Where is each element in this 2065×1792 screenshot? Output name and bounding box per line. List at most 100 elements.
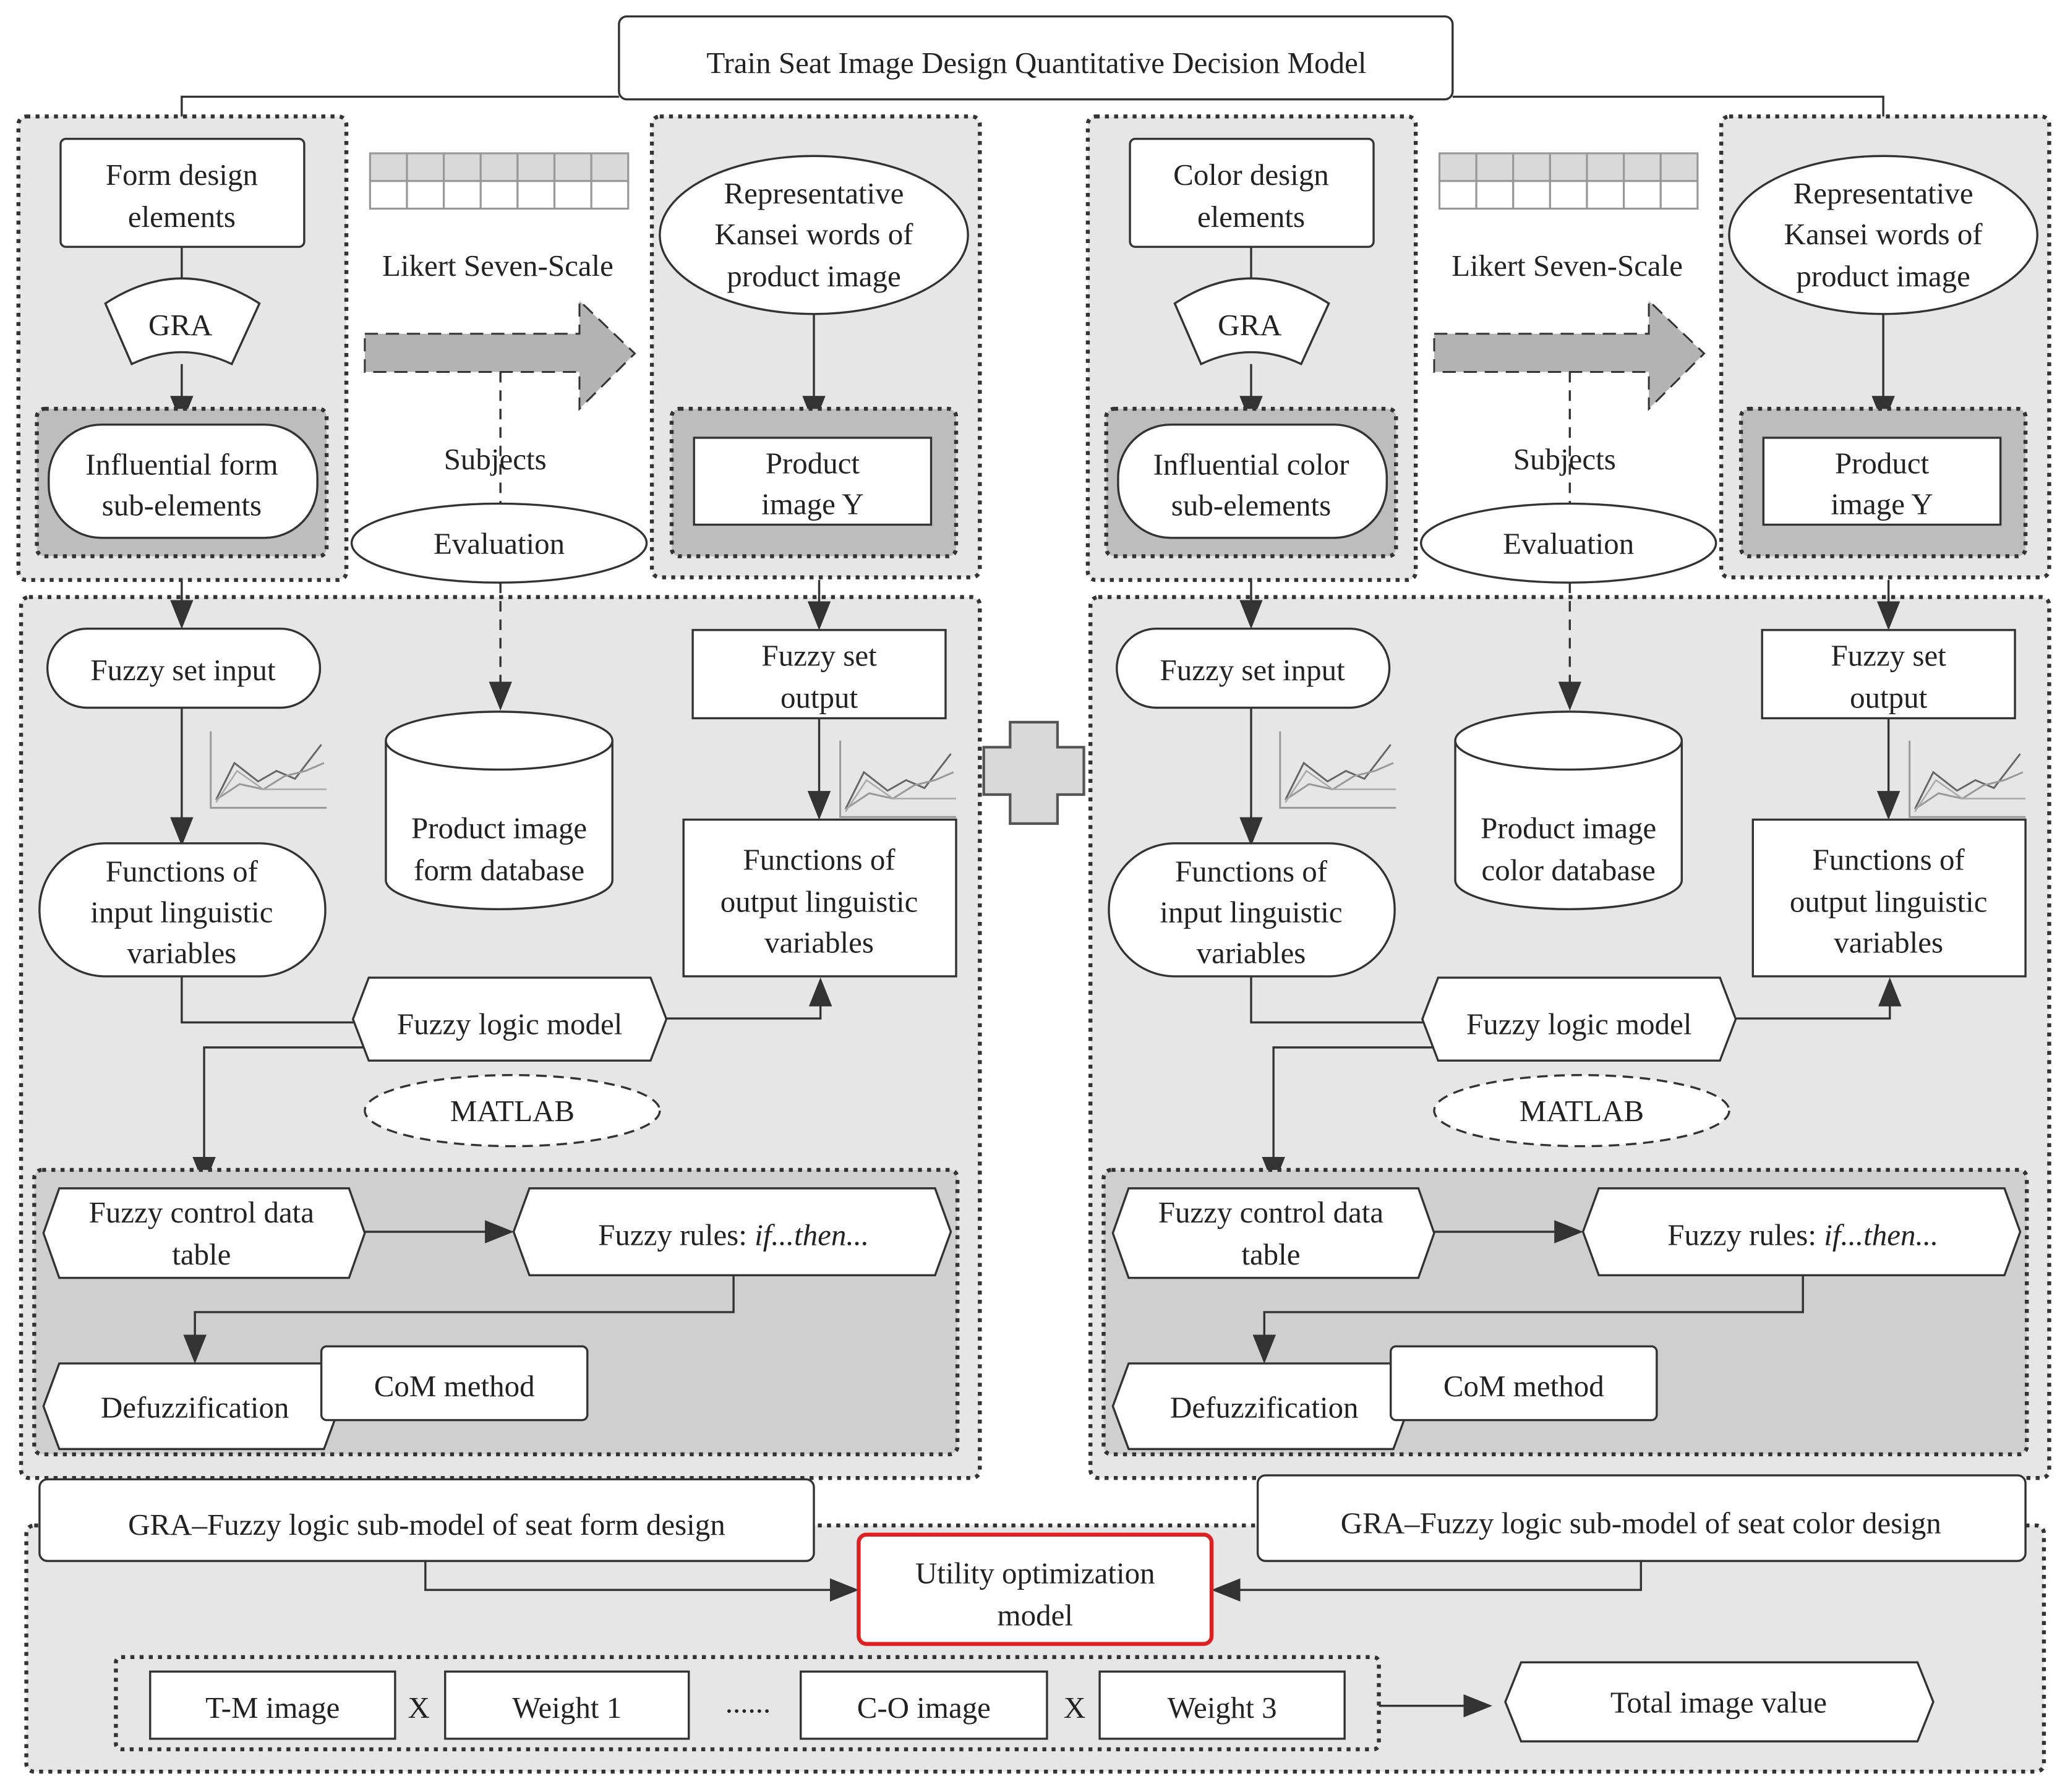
defuzzification-label: Defuzzification [101, 1390, 289, 1424]
matlab-label: MATLAB [450, 1094, 575, 1128]
com-method-label: CoM method [1443, 1369, 1604, 1403]
fuzzy-rules-label: Fuzzy rules: if...then... [598, 1218, 869, 1252]
product-image-line: image Y [1831, 487, 1933, 521]
ellipsis: ...... [725, 1685, 771, 1719]
fuzzy-rules-shape [1581, 1187, 2022, 1276]
design-elements-line: Color design [1173, 158, 1329, 192]
output-functions-line: variables [764, 926, 874, 960]
formula-region [114, 1655, 1381, 1752]
output-functions-box [682, 818, 957, 978]
fuzzy-input-box [1116, 628, 1391, 709]
database-line: Product image [1481, 811, 1656, 845]
arrow [1262, 1046, 1433, 1186]
subjects-label: Subjects [444, 442, 547, 476]
matlab-ellipse [1433, 1073, 1730, 1148]
formula-item-box [1098, 1670, 1346, 1740]
likert-cell [1475, 152, 1515, 182]
output-functions-line: output linguistic [1790, 885, 1988, 919]
arrow [424, 1561, 859, 1602]
mini-line-2 [845, 771, 954, 810]
likert-cell [1586, 180, 1625, 210]
control-table-line: table [172, 1237, 231, 1271]
mini-axes [210, 731, 327, 809]
total-image-value-shape [1504, 1661, 1935, 1743]
likert-table-icon [1438, 152, 1699, 210]
times-sign: X [1064, 1691, 1085, 1725]
title-box [618, 15, 1454, 101]
fuzzy-rules-prefix: Fuzzy rules: [598, 1218, 755, 1252]
defuzzification-label: Defuzzification [1170, 1390, 1359, 1424]
utility-model-line: model [998, 1598, 1073, 1632]
fuzzy-rules-italic: if...then... [755, 1218, 869, 1252]
formula-item-label: Weight 1 [512, 1691, 622, 1725]
mini-line-2 [1285, 762, 1394, 801]
likert-cell [516, 180, 556, 210]
likert-cell [1623, 152, 1662, 182]
likert-cell [1549, 152, 1588, 182]
formula-item-box [149, 1670, 396, 1740]
database-line: Product image [411, 811, 587, 845]
output-functions-line: output linguistic [720, 885, 918, 919]
connector [181, 976, 356, 1024]
fuzzy-rules-prefix: Fuzzy rules: [1667, 1218, 1824, 1252]
membership-chart-icon [1279, 731, 1396, 809]
com-method-box [320, 1345, 589, 1422]
product-image-box [1762, 437, 2002, 526]
product-image-line: Product [1835, 446, 1930, 480]
color-submodel-label: GRA–Fuzzy logic sub-model of seat color … [1341, 1506, 1941, 1540]
evaluation-label: Evaluation [434, 526, 565, 560]
times-sign: X [408, 1691, 429, 1725]
input-functions-line: input linguistic [90, 895, 273, 929]
database-cylinder [1454, 710, 1683, 910]
likert-cell [479, 180, 519, 210]
cylinder-body [385, 740, 614, 910]
likert-label: Likert Seven-Scale [1451, 249, 1683, 283]
kansei-line: Kansei words of [715, 217, 914, 251]
formula-item-box [800, 1670, 1048, 1740]
influential-line: sub-elements [1171, 489, 1331, 523]
arrow [192, 1046, 364, 1186]
control-table-shape [1111, 1187, 1435, 1279]
fuzzy-output-line: output [1850, 680, 1928, 714]
utility-model-box [857, 1532, 1214, 1646]
arrow [1211, 1561, 1643, 1602]
fuzzy-logic-model-shape [351, 976, 668, 1062]
cylinder-top [1454, 710, 1683, 771]
control-table-line: Fuzzy control data [89, 1195, 315, 1229]
com-method-box [1390, 1345, 1658, 1422]
fuzzy-output-line: Fuzzy set [1831, 638, 1946, 672]
likert-cell [406, 152, 445, 182]
input-functions-line: variables [127, 936, 236, 970]
subjects-label: Subjects [1513, 442, 1616, 476]
fuzzy-logic-model-shape [1421, 976, 1737, 1062]
arrow [1252, 1275, 1804, 1364]
mini-line-3 [1914, 779, 2026, 813]
mini-line-3 [215, 769, 327, 803]
likert-cell [1438, 152, 1477, 182]
fuzzy-rules-italic: if...then... [1824, 1218, 1938, 1252]
input-functions-line: Functions of [106, 855, 259, 889]
membership-chart-icon [1909, 740, 2026, 818]
formula-item-box [444, 1670, 690, 1740]
evaluation-ellipse [1419, 502, 1717, 584]
output-functions-line: Functions of [743, 842, 896, 876]
product-image-line: image Y [761, 487, 863, 521]
output-functions-box [1751, 818, 2027, 978]
likert-cell [369, 180, 408, 210]
fuzzy-rules-shape [512, 1187, 952, 1276]
kansei-line: product image [727, 259, 900, 293]
matlab-ellipse [364, 1073, 661, 1148]
fuzzy-output-box [1761, 629, 2016, 720]
formula-item-label: Weight 3 [1168, 1691, 1277, 1725]
likert-cell [1659, 180, 1699, 210]
likert-cell [516, 152, 556, 182]
plus-icon [982, 720, 1085, 826]
mini-axes [1909, 740, 2026, 818]
likert-cell [443, 180, 482, 210]
cylinder-top [385, 710, 614, 771]
likert-cell [1623, 180, 1662, 210]
kansei-line: Representative [724, 176, 904, 210]
fuzzy-input-box [46, 628, 322, 709]
control-table-line: Fuzzy control data [1158, 1195, 1384, 1229]
diagram-title: Train Seat Image Design Quantitative Dec… [706, 46, 1366, 80]
